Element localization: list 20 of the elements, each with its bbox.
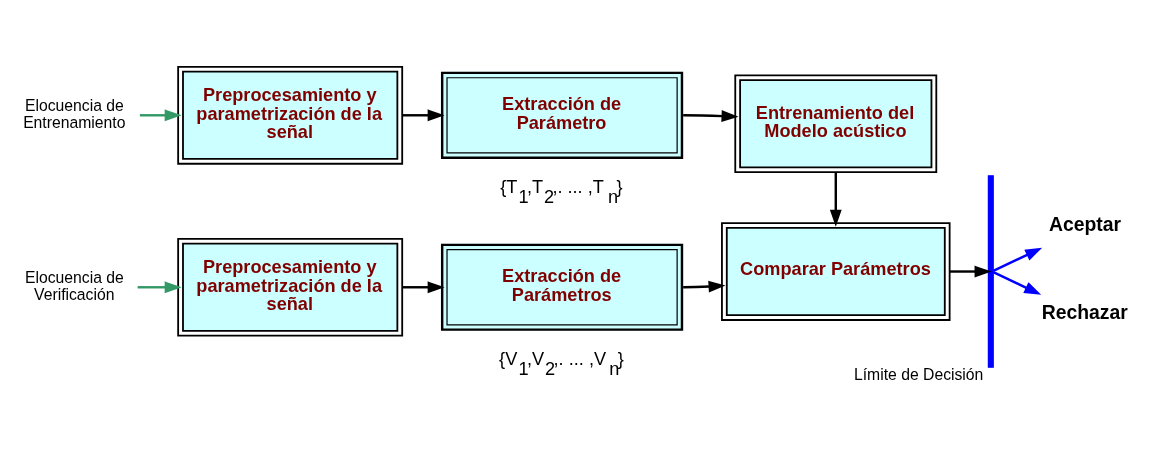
node-text: Rechazar [1041, 300, 1128, 323]
arrow [402, 108, 445, 121]
arrow [683, 109, 739, 122]
arrow [137, 280, 182, 293]
arrow [829, 171, 842, 227]
arrow [992, 270, 1042, 295]
arrow [949, 265, 992, 277]
node-label: Límite de Decisión [853, 365, 984, 383]
node-box: Preprocesamiento y parametrización de la señal [177, 237, 404, 337]
node-box: Comparar Parámetros [721, 221, 951, 321]
arrow [683, 280, 726, 293]
node-text: Elocuencia de Verificación [24, 268, 124, 303]
node-box: Preprocesamiento y parametrización de la señal [177, 65, 404, 165]
arrow [139, 108, 182, 121]
arrow [402, 280, 445, 293]
node-box: Entrenamiento del Modelo acústico [734, 73, 938, 173]
node-bar [987, 174, 994, 368]
node-text: Aceptar [1048, 212, 1122, 235]
node-text: Elocuencia de Entrenamiento [23, 96, 126, 131]
arrow [992, 247, 1043, 272]
